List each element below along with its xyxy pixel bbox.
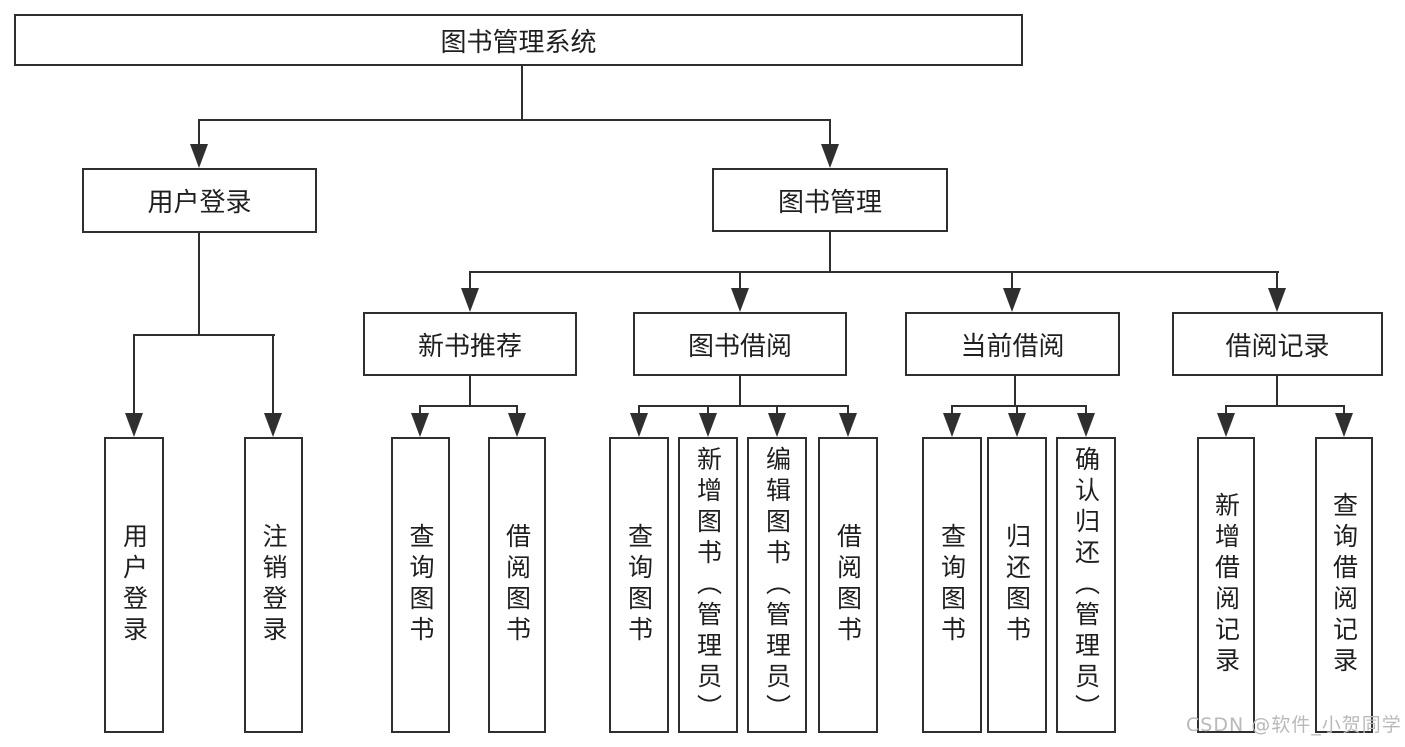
leaf-add-borrow-record: 新增借阅记录 — [1197, 437, 1255, 733]
node-root: 图书管理系统 — [14, 14, 1023, 66]
connector-line — [272, 334, 274, 417]
leaf-query-borrow-record: 查询借阅记录 — [1315, 437, 1373, 733]
connector-line — [133, 334, 135, 417]
connector-line — [739, 271, 741, 291]
connector-line — [1011, 271, 1013, 291]
leaf-confirm-return-admin: 确认归还（管理员） — [1056, 437, 1116, 733]
connector-line — [951, 405, 953, 417]
leaf-add-book-admin: 新增图书（管理员） — [678, 437, 738, 733]
arrow-down-icon — [411, 413, 429, 437]
leaf-borrow-books-borrow: 借阅图书 — [818, 437, 878, 733]
node-new-book-recommend-label: 新书推荐 — [417, 331, 522, 362]
leaf-query-books-borrow: 查询图书 — [609, 437, 669, 733]
connector-line — [1014, 376, 1016, 407]
node-book-management-label: 图书管理 — [777, 187, 882, 218]
leaf-query-books-recommend: 查询图书 — [391, 437, 450, 733]
leaf-query-books-recommend-label: 查询图书 — [406, 523, 435, 647]
connector-line — [419, 405, 421, 417]
connector-line — [707, 405, 709, 417]
arrow-down-icon — [1217, 413, 1235, 437]
connector-line — [1016, 405, 1018, 417]
leaf-query-books-current: 查询图书 — [922, 437, 982, 733]
arrow-down-icon — [768, 413, 786, 437]
connector-line — [638, 405, 640, 417]
arrow-down-icon — [264, 413, 282, 437]
arrow-down-icon — [1003, 288, 1021, 312]
leaf-user-login-label: 用户登录 — [119, 523, 149, 647]
node-borrow-records: 借阅记录 — [1172, 312, 1383, 376]
leaf-user-login: 用户登录 — [104, 437, 164, 733]
leaf-query-books-borrow-label: 查询图书 — [624, 523, 654, 647]
connector-line — [420, 405, 518, 407]
node-user-login: 用户登录 — [82, 168, 317, 233]
leaf-borrow-books-borrow-label: 借阅图书 — [833, 523, 863, 647]
connector-line — [776, 405, 778, 417]
arrow-down-icon — [943, 413, 961, 437]
leaf-add-book-admin-label: 新增图书（管理员） — [693, 445, 723, 725]
connector-line — [951, 405, 1087, 407]
leaf-query-borrow-record-label: 查询借阅记录 — [1329, 492, 1359, 678]
connector-line — [847, 405, 849, 417]
leaf-edit-book-admin: 编辑图书（管理员） — [747, 437, 807, 733]
node-root-label: 图书管理系统 — [440, 27, 597, 58]
leaf-logout: 注销登录 — [244, 437, 303, 733]
connector-line — [638, 405, 849, 407]
arrow-down-icon — [461, 288, 479, 312]
watermark: CSDN @软件_小贺同学 — [1186, 714, 1402, 736]
leaf-return-book-label: 归还图书 — [1002, 523, 1032, 647]
leaf-borrow-books-recommend: 借阅图书 — [488, 437, 546, 733]
arrow-down-icon — [508, 413, 526, 437]
arrow-down-icon — [1008, 413, 1026, 437]
arrow-down-icon — [630, 413, 648, 437]
node-borrow-records-label: 借阅记录 — [1225, 331, 1330, 362]
arrow-down-icon — [699, 413, 717, 437]
connector-line — [1225, 405, 1227, 417]
arrow-down-icon — [731, 288, 749, 312]
connector-line — [829, 119, 831, 148]
connector-line — [198, 233, 200, 336]
connector-line — [1085, 405, 1087, 417]
node-user-login-label: 用户登录 — [147, 188, 252, 218]
connector-line — [1225, 405, 1345, 407]
arrow-down-icon — [839, 413, 857, 437]
arrow-down-icon — [1077, 413, 1095, 437]
connector-line — [198, 119, 200, 148]
connector-line — [133, 334, 275, 336]
connector-line — [469, 271, 1279, 273]
leaf-confirm-return-admin-label: 确认归还（管理员） — [1071, 445, 1101, 725]
connector-line — [1343, 405, 1345, 417]
connector-line — [516, 405, 518, 417]
node-book-borrow: 图书借阅 — [633, 312, 847, 376]
node-current-borrow: 当前借阅 — [905, 312, 1120, 376]
connector-line — [739, 376, 741, 407]
arrow-down-icon — [190, 144, 208, 168]
node-book-borrow-label: 图书借阅 — [687, 331, 792, 362]
node-book-management: 图书管理 — [712, 168, 948, 232]
leaf-borrow-books-recommend-label: 借阅图书 — [502, 523, 532, 647]
connector-line — [198, 119, 831, 121]
connector-line — [469, 376, 471, 407]
arrow-down-icon — [1268, 288, 1286, 312]
leaf-return-book: 归还图书 — [987, 437, 1047, 733]
leaf-edit-book-admin-label: 编辑图书（管理员） — [762, 445, 792, 725]
leaf-query-books-current-label: 查询图书 — [937, 523, 967, 647]
arrow-down-icon — [821, 144, 839, 168]
leaf-logout-label: 注销登录 — [259, 523, 288, 647]
leaf-add-borrow-record-label: 新增借阅记录 — [1211, 492, 1241, 678]
connector-line — [1276, 376, 1278, 407]
node-current-borrow-label: 当前借阅 — [960, 331, 1065, 362]
connector-line — [1276, 271, 1278, 291]
arrow-down-icon — [125, 413, 143, 437]
arrow-down-icon — [1335, 413, 1353, 437]
connector-line — [829, 232, 831, 273]
connector-line — [521, 66, 523, 120]
connector-line — [469, 271, 471, 291]
node-new-book-recommend: 新书推荐 — [363, 312, 577, 376]
